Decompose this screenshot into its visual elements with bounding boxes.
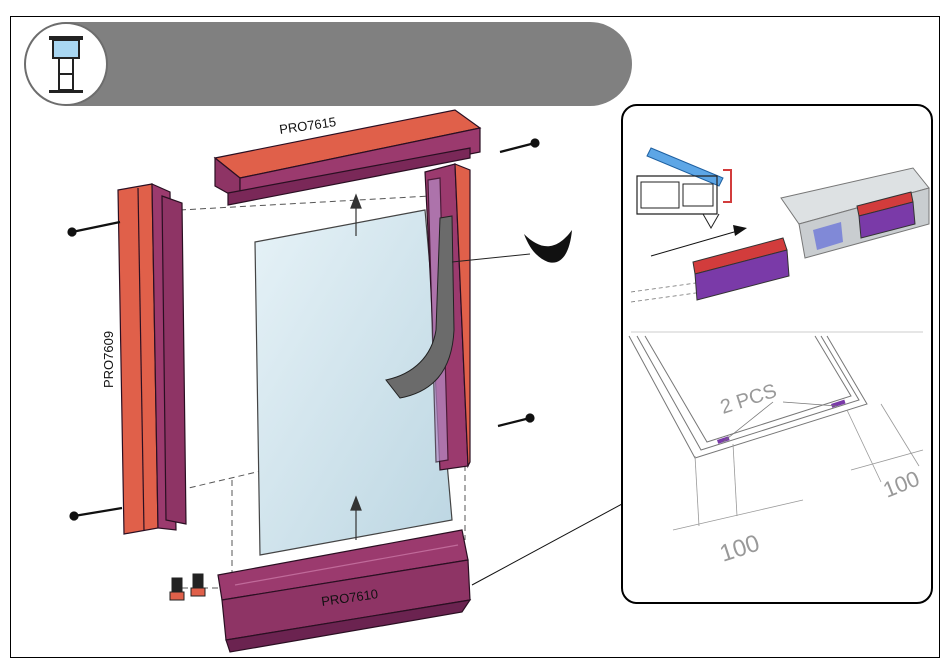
bolts	[170, 574, 205, 600]
profile-segment	[781, 168, 929, 258]
left-profile	[118, 184, 186, 534]
quantity-label: 2 PCS	[718, 380, 780, 419]
top-profile-label: PRO7615	[278, 114, 337, 137]
side-profile-label: PRO7609	[101, 331, 116, 388]
detail-drawing: 2 PCS 100 100	[623, 106, 931, 602]
dimension-left-label: 100	[717, 530, 763, 568]
detail-callout: 2 PCS 100 100	[621, 104, 933, 604]
dimension-right-label: 100	[880, 466, 923, 503]
glazing-clip	[693, 238, 789, 300]
gasket-cross-section	[524, 230, 572, 263]
profile-cross-section	[637, 148, 731, 228]
